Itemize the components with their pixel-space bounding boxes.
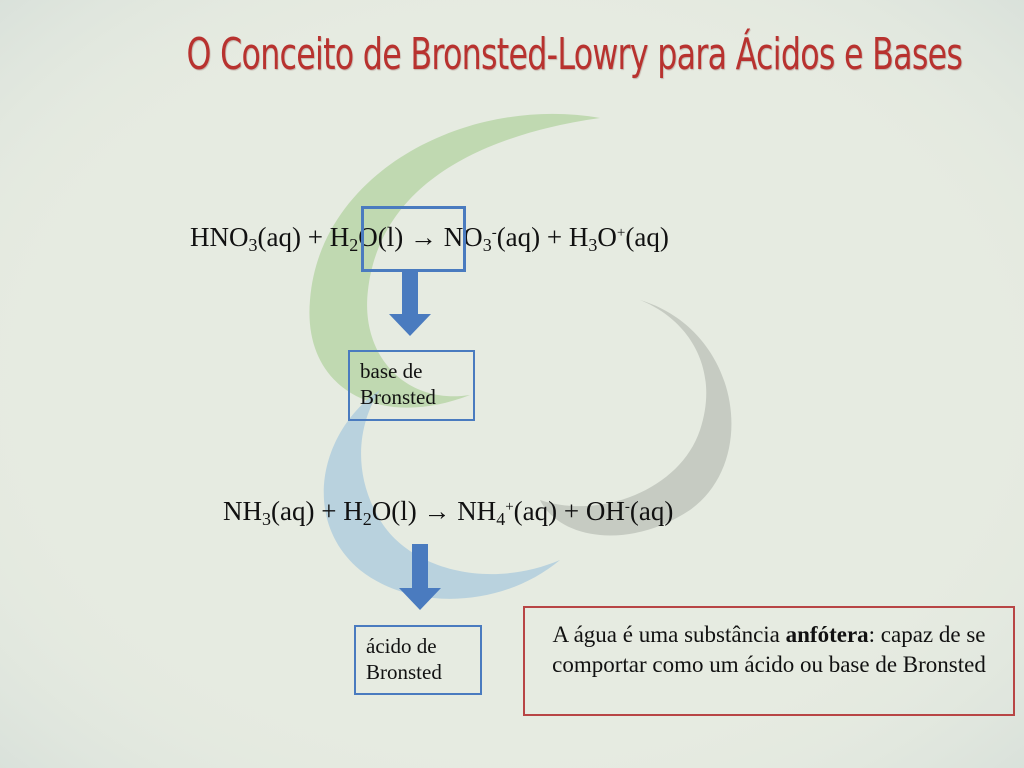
base-label-box: base de Bronsted xyxy=(348,350,475,421)
arrow-down-icon xyxy=(399,544,441,610)
arrow-down-icon xyxy=(389,272,431,336)
equation-2: NH3(aq) + H2O(l) → NH4+(aq) + OH-(aq) xyxy=(223,496,674,529)
page-title: O Conceito de Bronsted-Lowry para Ácidos… xyxy=(186,29,963,80)
acid-label: ácido de Bronsted xyxy=(366,634,442,684)
green-swirl-shape xyxy=(309,113,600,408)
equation-1: HNO3(aq) + H2O(l) → NO3-(aq) + H3O+(aq) xyxy=(190,222,669,255)
gray-swirl-shape xyxy=(540,300,732,536)
water-highlight-box xyxy=(361,206,466,272)
acid-label-box: ácido de Bronsted xyxy=(354,625,482,695)
base-label: base de Bronsted xyxy=(360,359,436,409)
blue-swirl-shape xyxy=(323,390,560,599)
amphoteric-term: anfótera xyxy=(785,622,869,647)
amphoteric-note: A água é uma substância anfótera: capaz … xyxy=(523,606,1015,716)
